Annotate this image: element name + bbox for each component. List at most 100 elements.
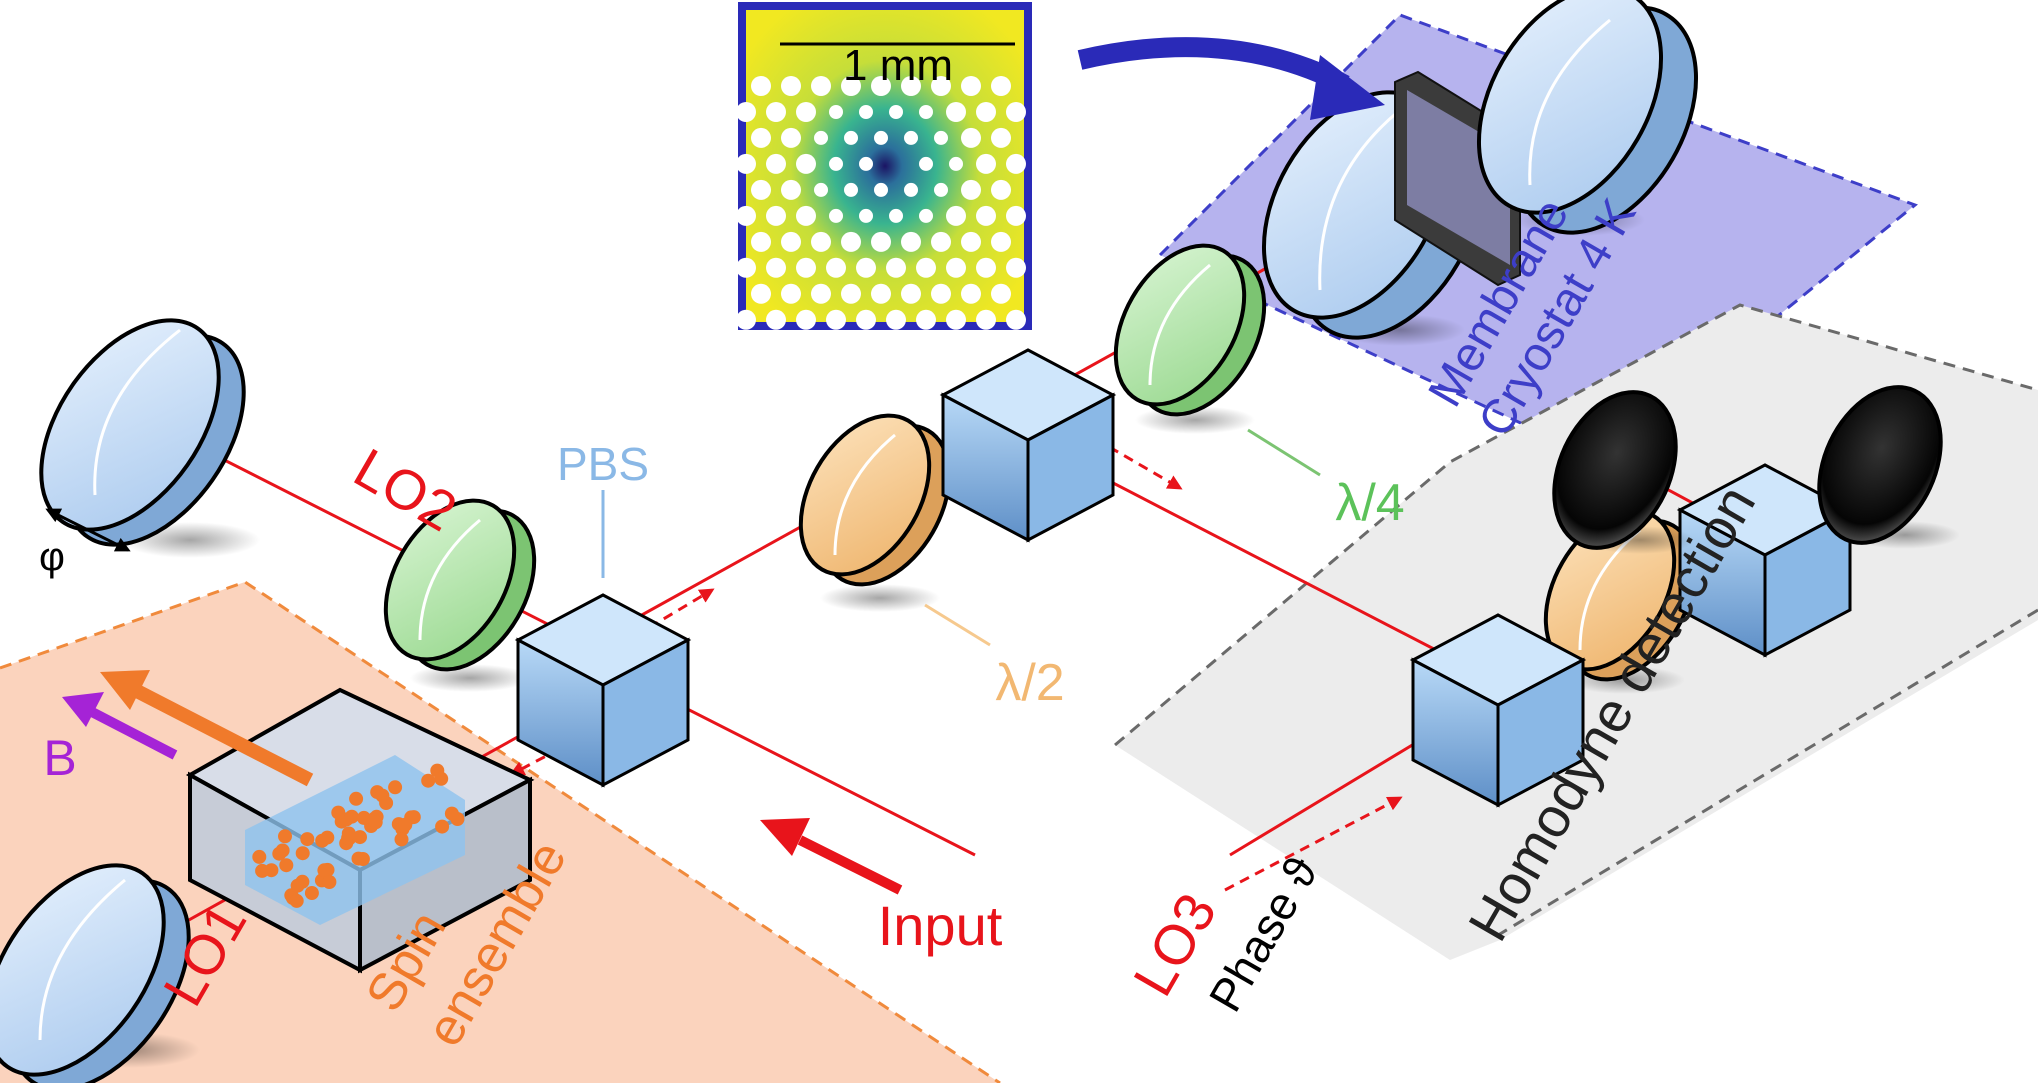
phononic-hole (886, 257, 906, 278)
scale-bar-label: 1 mm (843, 41, 953, 90)
phononic-hole (919, 156, 933, 171)
homodyne-zone-border (1114, 303, 2038, 747)
phononic-hole (991, 283, 1011, 304)
spin-particle (435, 819, 450, 834)
phononic-hole (811, 231, 831, 252)
phononic-hole (976, 102, 996, 122)
waveplate-quarter-main (1113, 243, 1267, 434)
spin-particle (290, 878, 305, 893)
spin-particle (398, 817, 413, 832)
phononic-hole (859, 208, 873, 223)
spin-particle (444, 806, 459, 821)
waveplate-lo2-quarter (383, 498, 537, 692)
mirror-lo1 (0, 863, 200, 1083)
phononic-hole (904, 182, 918, 197)
spin-ensemble-zone-border (0, 580, 1001, 1083)
spin-particle (295, 846, 310, 861)
phononic-hole (889, 208, 903, 223)
phononic-hole (766, 102, 786, 122)
spin-particle (317, 863, 332, 878)
phononic-hole (751, 76, 771, 96)
phononic-hole (796, 205, 816, 226)
phononic-hole (829, 105, 843, 119)
phononic-hole (766, 205, 786, 226)
phononic-hole (976, 309, 996, 330)
phononic-hole (934, 182, 948, 197)
phononic-hole (841, 231, 861, 252)
phononic-hole (889, 105, 903, 119)
phononic-hole (829, 156, 843, 171)
phononic-hole (901, 283, 921, 304)
phononic-hole (751, 231, 771, 252)
pbs-label: PBS (557, 438, 649, 490)
photodetector-right (1817, 385, 1960, 549)
phononic-hole (991, 76, 1011, 96)
leader-lines (601, 428, 1321, 647)
spin-particle (331, 805, 346, 820)
phononic-hole (961, 231, 981, 252)
phononic-hole (919, 208, 933, 223)
phononic-hole (949, 156, 963, 171)
beam-splitter-cube-icon (514, 593, 692, 788)
phononic-hole (814, 130, 828, 145)
spin-particle (349, 791, 364, 806)
phononic-hole (1006, 205, 1026, 226)
phononic-hole (961, 127, 981, 148)
phononic-hole (904, 130, 918, 145)
phononic-hole (976, 257, 996, 278)
quarter-wave-label: λ/4 (1335, 474, 1404, 532)
phononic-hole (856, 257, 876, 278)
phononic-hole (919, 105, 933, 119)
beam-splitter-cube-detection (1676, 463, 1854, 658)
phononic-hole (751, 283, 771, 304)
input-arrow (760, 818, 903, 895)
phase-label: Phase ϑ (1199, 848, 1328, 1020)
phononic-hole (871, 76, 891, 96)
phononic-hole (781, 127, 801, 148)
phononic-hole (1006, 309, 1026, 330)
beam-splitter-cube-homodyne (1409, 613, 1587, 808)
phononic-hole (874, 182, 888, 197)
phononic-hole (811, 283, 831, 304)
phononic-hole (781, 283, 801, 304)
spin-particle (341, 826, 356, 841)
phononic-hole (796, 309, 816, 330)
spin-particle (394, 832, 409, 847)
spin-particle (355, 852, 370, 866)
inset-pointer-head (1310, 55, 1385, 120)
phononic-hole (736, 257, 756, 278)
phononic-hole (871, 283, 891, 304)
homodyne-zone-border-bottom (1489, 608, 2038, 942)
phononic-hole (961, 76, 981, 96)
spin-particle (255, 863, 270, 878)
waveplate-half-main (798, 413, 952, 612)
phononic-hole (931, 231, 951, 252)
spin-direction-arrow (100, 670, 314, 787)
phononic-hole (859, 156, 873, 171)
phononic-hole (916, 309, 936, 330)
phononic-hole (931, 76, 951, 96)
phononic-hole (841, 283, 861, 304)
phononic-hole (946, 309, 966, 330)
phononic-hole (901, 76, 921, 96)
b-field-label: B (43, 730, 76, 786)
half-wave-label: λ/2 (995, 654, 1064, 712)
phononic-hole (991, 179, 1011, 200)
phononic-hole (886, 309, 906, 330)
phononic-hole (991, 127, 1011, 148)
phononic-hole (874, 130, 888, 145)
phononic-hole (991, 231, 1011, 252)
phononic-hole (946, 205, 966, 226)
cavity-mirror-right (1476, 0, 1699, 236)
spin-particle (304, 886, 319, 900)
phononic-hole (976, 153, 996, 174)
phononic-hole (796, 102, 816, 122)
phononic-hole (859, 105, 873, 119)
phononic-hole (736, 153, 756, 174)
phononic-hole (736, 102, 756, 122)
spin-particle (368, 815, 383, 830)
phononic-hole (811, 76, 831, 96)
spin-particle (289, 893, 304, 908)
phononic-hole (931, 283, 951, 304)
